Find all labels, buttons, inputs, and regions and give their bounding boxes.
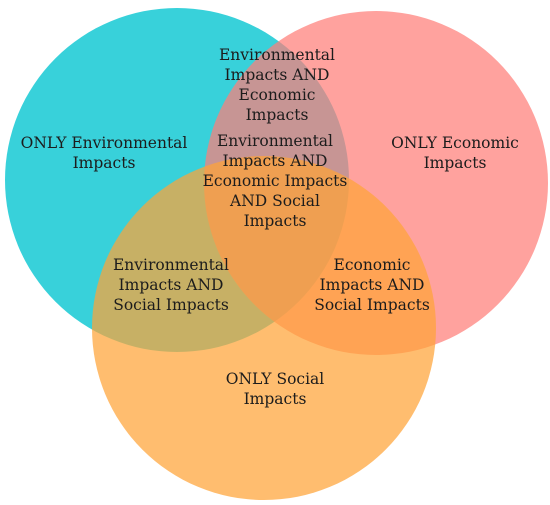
label-line: Impacts xyxy=(73,154,136,172)
label-line: Social Impacts xyxy=(314,296,430,314)
label-line: Social Impacts xyxy=(113,296,229,314)
label-line: Impacts AND xyxy=(225,66,330,84)
label-line: ONLY Social xyxy=(226,370,325,388)
label-line: ONLY Environmental xyxy=(21,134,188,152)
label-line: Impacts xyxy=(246,106,309,124)
social-circle xyxy=(92,156,436,500)
label-line: ONLY Economic xyxy=(391,134,519,152)
label-line: Environmental xyxy=(113,256,229,274)
label-line: Impacts xyxy=(424,154,487,172)
label-line: Impacts xyxy=(244,212,307,230)
label-line: Environmental xyxy=(219,46,335,64)
label-line: Economic xyxy=(334,256,411,274)
label-line: Economic xyxy=(239,86,316,104)
label-line: Impacts AND xyxy=(320,276,425,294)
label-line: Economic Impacts xyxy=(203,172,348,190)
label-line: Impacts AND xyxy=(223,152,328,170)
label-line: Impacts xyxy=(244,390,307,408)
label-line: Environmental xyxy=(217,132,333,150)
label-line: AND Social xyxy=(229,192,320,210)
label-line: Impacts AND xyxy=(119,276,224,294)
